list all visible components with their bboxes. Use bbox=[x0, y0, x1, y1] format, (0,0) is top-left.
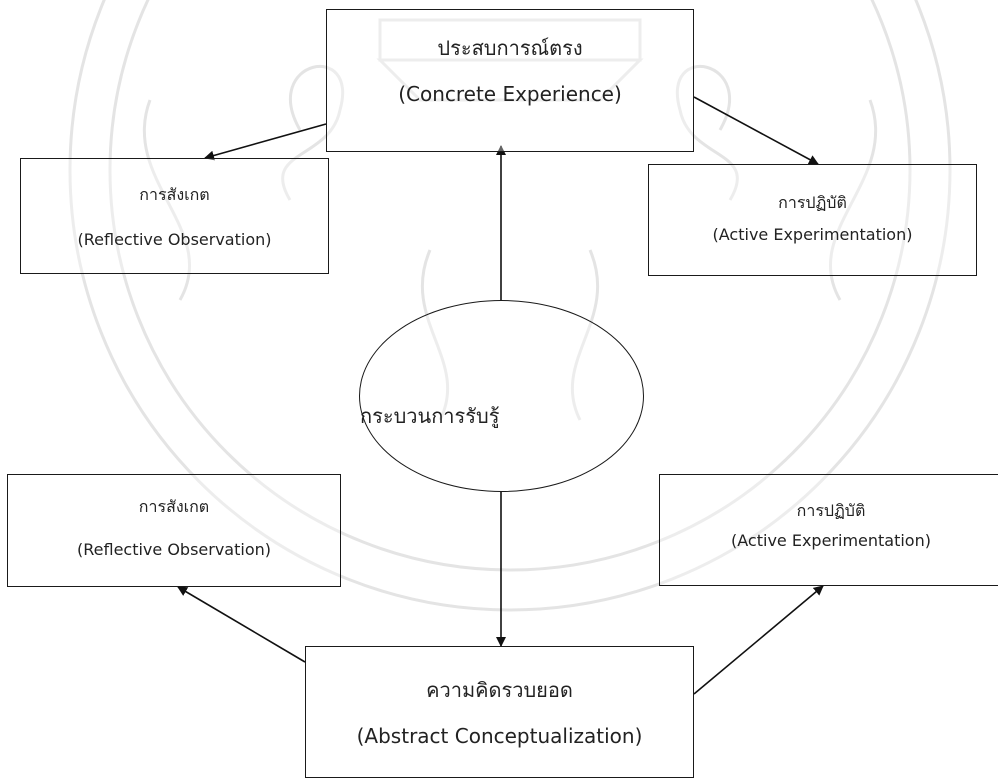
abstract-conceptualization-english: (Abstract Conceptualization) bbox=[356, 724, 643, 748]
arrow-abstract-to-observation bbox=[177, 586, 306, 663]
perception-process-label: กระบวนการรับรู้ bbox=[360, 404, 500, 428]
reflective-observation-bottom-thai: การสังเกต bbox=[138, 497, 210, 516]
active-experimentation-top-thai: การปฏิบัติ bbox=[778, 193, 847, 212]
active-experimentation-bottom-thai: การปฏิบัติ bbox=[796, 501, 866, 520]
arrow-concrete-to-observation bbox=[204, 123, 327, 161]
reflective-observation-box-bottom: การสังเกต (Reflective Observation) bbox=[7, 474, 341, 587]
reflective-observation-top-english: (Reflective Observation) bbox=[77, 230, 272, 249]
active-experimentation-top-english: (Active Experimentation) bbox=[712, 225, 913, 244]
arrow-abstract-to-active bbox=[693, 585, 824, 695]
reflective-observation-box-top: การสังเกต (Reflective Observation) bbox=[20, 158, 329, 274]
active-experimentation-bottom-english: (Active Experimentation) bbox=[731, 531, 931, 550]
concrete-experience-box: ประสบการณ์ตรง (Concrete Experience) bbox=[326, 9, 694, 152]
reflective-observation-bottom-english: (Reflective Observation) bbox=[77, 540, 271, 559]
reflective-observation-top-thai: การสังเกต bbox=[139, 185, 210, 204]
abstract-conceptualization-thai: ความคิดรวบยอด bbox=[426, 678, 573, 702]
active-experimentation-box-bottom: การปฏิบัติ (Active Experimentation) bbox=[659, 474, 998, 586]
abstract-conceptualization-box: ความคิดรวบยอด (Abstract Conceptualizatio… bbox=[305, 646, 694, 778]
concrete-experience-thai: ประสบการณ์ตรง bbox=[437, 36, 583, 60]
concrete-experience-english: (Concrete Experience) bbox=[398, 82, 622, 106]
perception-process-ellipse: กระบวนการรับรู้ bbox=[359, 300, 644, 492]
arrow-concrete-to-active bbox=[693, 96, 819, 165]
active-experimentation-box-top: การปฏิบัติ (Active Experimentation) bbox=[648, 164, 977, 276]
